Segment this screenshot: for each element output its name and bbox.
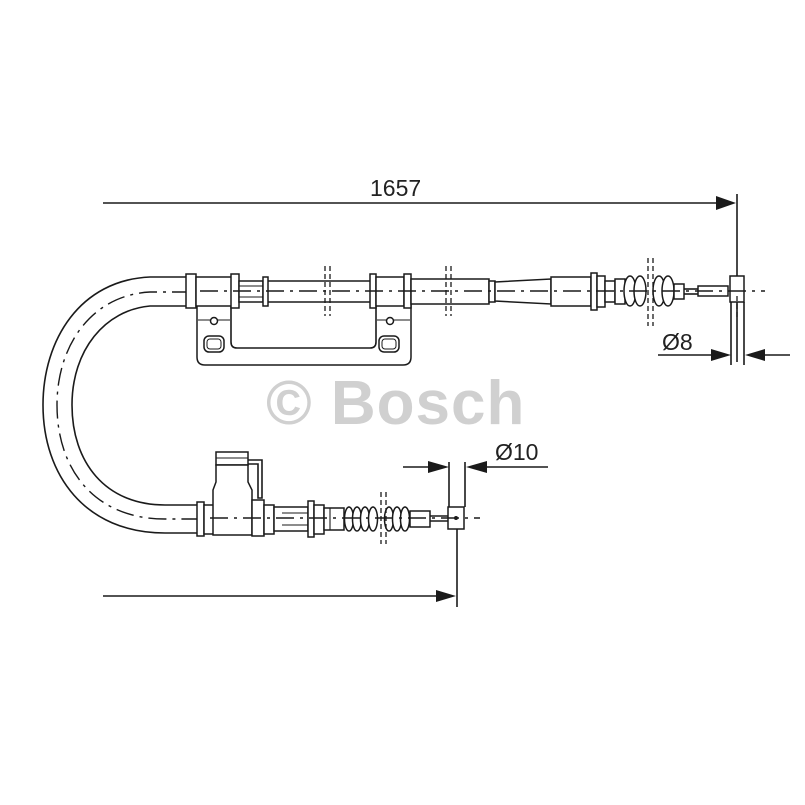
arrow-right-icon xyxy=(711,349,731,361)
lower-diameter-dimension: Ø10 xyxy=(403,439,548,473)
lower-length-dimension xyxy=(103,590,456,602)
overall-length-label: 1657 xyxy=(370,175,421,201)
bosch-watermark: © Bosch xyxy=(266,369,526,438)
arrow-left-icon xyxy=(745,349,765,361)
mount-hole-icon xyxy=(203,335,225,353)
curved-sheath xyxy=(42,276,205,534)
mounting-bracket xyxy=(196,303,412,366)
lower-cable xyxy=(196,451,480,607)
arrow-right-icon xyxy=(716,196,736,210)
arrow-left-icon xyxy=(466,461,487,473)
arrow-right-icon xyxy=(436,590,456,602)
upper-diameter-label: Ø8 xyxy=(662,329,693,355)
mount-hole-icon xyxy=(378,335,400,353)
upper-cable xyxy=(185,258,765,365)
lower-diameter-label: Ø10 xyxy=(495,439,538,465)
upper-diameter-dimension: Ø8 xyxy=(658,329,790,361)
arrow-right-icon xyxy=(428,461,449,473)
